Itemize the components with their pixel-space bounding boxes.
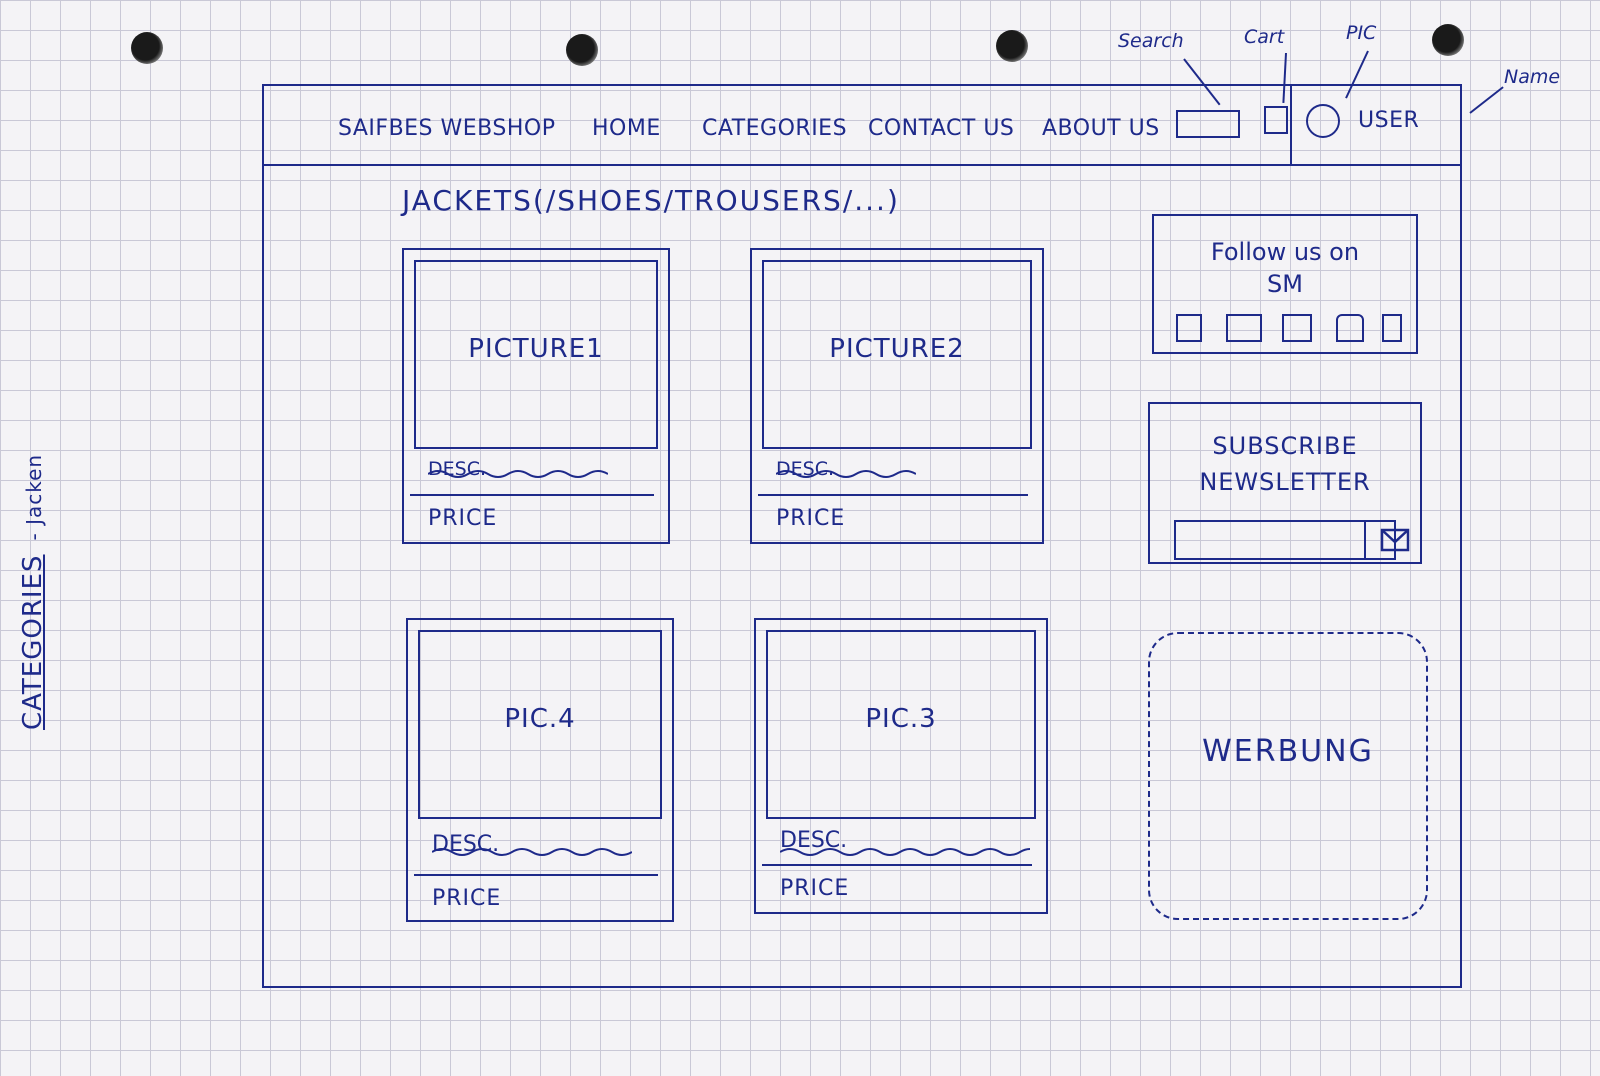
page-wireframe: SAIFBES WEBSHOP HOME CATEGORIES CONTACT …: [262, 84, 1462, 988]
card-divider: [762, 864, 1032, 866]
page-title: JACKETS(/SHOES/TROUSERS/...): [402, 184, 900, 217]
binder-hole: [996, 30, 1028, 62]
product-image-label: PICTURE1: [468, 334, 604, 364]
newsletter-submit-button[interactable]: [1364, 522, 1422, 558]
side-label-main: CATEGORIES: [18, 554, 48, 730]
product-image: PIC.4: [418, 630, 662, 819]
product-card[interactable]: PIC.4 DESC. PRICE: [406, 618, 674, 922]
newsletter-box: SUBSCRIBE NEWSLETTER: [1148, 402, 1422, 564]
binder-hole: [1432, 24, 1464, 56]
annotation-cart: Cart: [1244, 26, 1285, 48]
binder-hole: [566, 34, 598, 66]
advertisement-label: WERBUNG: [1202, 734, 1374, 769]
product-price: PRICE: [776, 506, 846, 531]
product-desc: DESC.: [428, 458, 487, 480]
product-image-label: PICTURE2: [829, 334, 965, 364]
annotation-search: Search: [1118, 30, 1184, 52]
social-media-icon[interactable]: [1382, 314, 1402, 342]
desc-squiggle: [432, 848, 632, 856]
annotation-name: Name: [1504, 66, 1561, 88]
nav-divider: [1290, 86, 1292, 164]
user-avatar-icon[interactable]: [1306, 104, 1340, 138]
product-image: PIC.3: [766, 630, 1036, 819]
card-divider: [414, 874, 658, 876]
card-divider: [758, 494, 1028, 496]
product-image: PICTURE2: [762, 260, 1032, 449]
desc-squiggle: [776, 470, 916, 478]
social-media-icon[interactable]: [1226, 314, 1262, 342]
product-price: PRICE: [432, 886, 502, 911]
top-nav: SAIFBES WEBSHOP HOME CATEGORIES CONTACT …: [264, 86, 1460, 166]
product-desc: DESC.: [776, 458, 835, 480]
product-card[interactable]: PIC.3 DESC. PRICE: [754, 618, 1048, 914]
cart-icon[interactable]: [1264, 106, 1288, 134]
product-image: PICTURE1: [414, 260, 658, 449]
social-title: Follow us on SM: [1154, 236, 1416, 300]
nav-contact[interactable]: CONTACT US: [868, 116, 1015, 141]
binder-hole: [131, 32, 163, 64]
nav-home[interactable]: HOME: [592, 116, 661, 141]
nav-logo[interactable]: SAIFBES WEBSHOP: [338, 116, 556, 141]
product-price: PRICE: [428, 506, 498, 531]
annotation-pic: PIC: [1346, 22, 1377, 44]
product-desc: DESC.: [432, 832, 500, 857]
product-card[interactable]: PICTURE2 DESC. PRICE: [750, 248, 1044, 544]
desc-squiggle: [428, 470, 608, 478]
social-media-box: Follow us on SM: [1152, 214, 1418, 354]
newsletter-email-input[interactable]: [1174, 520, 1410, 560]
newsletter-title-line1: SUBSCRIBE: [1212, 432, 1358, 460]
side-category-label: CATEGORIES - Jacken: [18, 454, 48, 730]
nav-user[interactable]: USER: [1358, 108, 1420, 133]
desc-squiggle: [780, 848, 1030, 856]
product-image-label: PIC.4: [504, 704, 576, 734]
search-input[interactable]: [1176, 110, 1240, 138]
social-media-icon[interactable]: [1282, 314, 1312, 342]
social-media-icon[interactable]: [1336, 314, 1364, 342]
newsletter-title: SUBSCRIBE NEWSLETTER: [1150, 428, 1420, 500]
product-image-label: PIC.3: [865, 704, 937, 734]
social-title-line2: SM: [1267, 270, 1303, 298]
envelope-icon: [1380, 528, 1410, 552]
nav-categories[interactable]: CATEGORIES: [702, 116, 848, 141]
advertisement-box[interactable]: WERBUNG: [1148, 632, 1428, 920]
side-label-sub: - Jacken: [22, 453, 46, 541]
social-media-icon[interactable]: [1176, 314, 1202, 342]
card-divider: [410, 494, 654, 496]
annotation-pointer: [1469, 86, 1504, 114]
newsletter-title-line2: NEWSLETTER: [1199, 468, 1371, 496]
nav-about[interactable]: ABOUT US: [1042, 116, 1160, 141]
social-title-line1: Follow us on: [1210, 238, 1360, 266]
product-price: PRICE: [780, 876, 850, 901]
product-card[interactable]: PICTURE1 DESC. PRICE: [402, 248, 670, 544]
